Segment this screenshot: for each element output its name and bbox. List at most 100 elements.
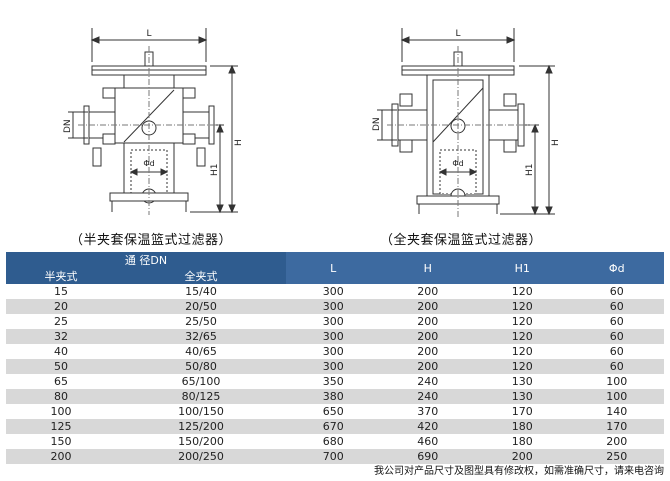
cell-d: 100 bbox=[569, 389, 664, 404]
cell-L: 650 bbox=[286, 404, 381, 419]
cell-d: 200 bbox=[569, 434, 664, 449]
dim-L-label: L bbox=[146, 29, 151, 39]
cell-half: 100 bbox=[6, 404, 116, 419]
cell-d: 60 bbox=[569, 359, 664, 374]
dim-DN-label: DN bbox=[372, 117, 382, 131]
cell-L: 350 bbox=[286, 374, 381, 389]
header-dn-group: 通 径DN bbox=[6, 252, 286, 268]
cell-full: 25/50 bbox=[116, 314, 286, 329]
cell-half: 15 bbox=[6, 284, 116, 299]
dim-H-label: H bbox=[234, 139, 244, 146]
header-half: 半夹式 bbox=[6, 268, 116, 284]
dim-DN-label: DN bbox=[63, 119, 73, 133]
cell-full: 80/125 bbox=[116, 389, 286, 404]
cell-L: 300 bbox=[286, 284, 381, 299]
dim-L-label: L bbox=[455, 29, 460, 39]
cell-full: 20/50 bbox=[116, 299, 286, 314]
cell-full: 65/100 bbox=[116, 374, 286, 389]
cell-half: 20 bbox=[6, 299, 116, 314]
cell-H: 200 bbox=[380, 359, 475, 374]
cell-H1: 130 bbox=[475, 374, 570, 389]
table-header-row: 通 径DN L H H1 Φd bbox=[6, 252, 664, 284]
cell-H1: 120 bbox=[475, 344, 570, 359]
header-d: Φd bbox=[569, 252, 664, 284]
header-full: 全夹式 bbox=[116, 268, 286, 284]
cell-full: 40/65 bbox=[116, 344, 286, 359]
cell-L: 300 bbox=[286, 329, 381, 344]
cell-full: 150/200 bbox=[116, 434, 286, 449]
cell-H1: 120 bbox=[475, 299, 570, 314]
cell-half: 80 bbox=[6, 389, 116, 404]
cell-L: 300 bbox=[286, 314, 381, 329]
cell-half: 25 bbox=[6, 314, 116, 329]
cell-d: 140 bbox=[569, 404, 664, 419]
cell-full: 50/80 bbox=[116, 359, 286, 374]
cell-H: 420 bbox=[380, 419, 475, 434]
cell-L: 670 bbox=[286, 419, 381, 434]
cell-H: 200 bbox=[380, 284, 475, 299]
full-jacket-drawing: L H H1 DN Φd bbox=[335, 0, 670, 250]
cell-H1: 120 bbox=[475, 359, 570, 374]
cell-H1: 130 bbox=[475, 389, 570, 404]
header-H1: H1 bbox=[475, 252, 570, 284]
cell-H: 200 bbox=[380, 314, 475, 329]
cell-full: 32/65 bbox=[116, 329, 286, 344]
cell-full: 15/40 bbox=[116, 284, 286, 299]
cell-d: 60 bbox=[569, 284, 664, 299]
cell-full: 125/200 bbox=[116, 419, 286, 434]
cell-H1: 200 bbox=[475, 449, 570, 464]
cell-half: 200 bbox=[6, 449, 116, 464]
header-H: H bbox=[380, 252, 475, 284]
cell-d: 60 bbox=[569, 314, 664, 329]
cell-H: 200 bbox=[380, 299, 475, 314]
cell-H1: 120 bbox=[475, 314, 570, 329]
cell-H1: 180 bbox=[475, 419, 570, 434]
half-jacket-diagram: L H H1 DN Φd bbox=[63, 28, 244, 215]
half-jacket-caption: （半夹套保温篮式过滤器） bbox=[70, 233, 233, 248]
dim-d-label: Φd bbox=[452, 159, 463, 168]
cell-d: 60 bbox=[569, 329, 664, 344]
cell-L: 700 bbox=[286, 449, 381, 464]
cell-half: 40 bbox=[6, 344, 116, 359]
cell-H: 240 bbox=[380, 374, 475, 389]
cell-half: 150 bbox=[6, 434, 116, 449]
cell-H: 240 bbox=[380, 389, 475, 404]
cell-full: 200/250 bbox=[116, 449, 286, 464]
cell-d: 250 bbox=[569, 449, 664, 464]
cell-half: 65 bbox=[6, 374, 116, 389]
cell-H1: 180 bbox=[475, 434, 570, 449]
header-L: L bbox=[286, 252, 381, 284]
footnote: 我公司对产品尺寸及图型具有修改权，如需准确尺寸，请来电咨询 bbox=[374, 466, 664, 477]
cell-H1: 170 bbox=[475, 404, 570, 419]
cell-H: 200 bbox=[380, 344, 475, 359]
cell-half: 125 bbox=[6, 419, 116, 434]
cell-full: 100/150 bbox=[116, 404, 286, 419]
cell-H: 460 bbox=[380, 434, 475, 449]
cell-H1: 120 bbox=[475, 329, 570, 344]
cell-H: 370 bbox=[380, 404, 475, 419]
cell-L: 680 bbox=[286, 434, 381, 449]
cell-L: 300 bbox=[286, 359, 381, 374]
cell-d: 60 bbox=[569, 344, 664, 359]
dim-d-label: Φd bbox=[143, 159, 154, 168]
cell-H: 200 bbox=[380, 329, 475, 344]
dim-H1-label: H1 bbox=[210, 164, 220, 177]
cell-d: 100 bbox=[569, 374, 664, 389]
cell-d: 170 bbox=[569, 419, 664, 434]
cell-half: 50 bbox=[6, 359, 116, 374]
cell-H1: 120 bbox=[475, 284, 570, 299]
